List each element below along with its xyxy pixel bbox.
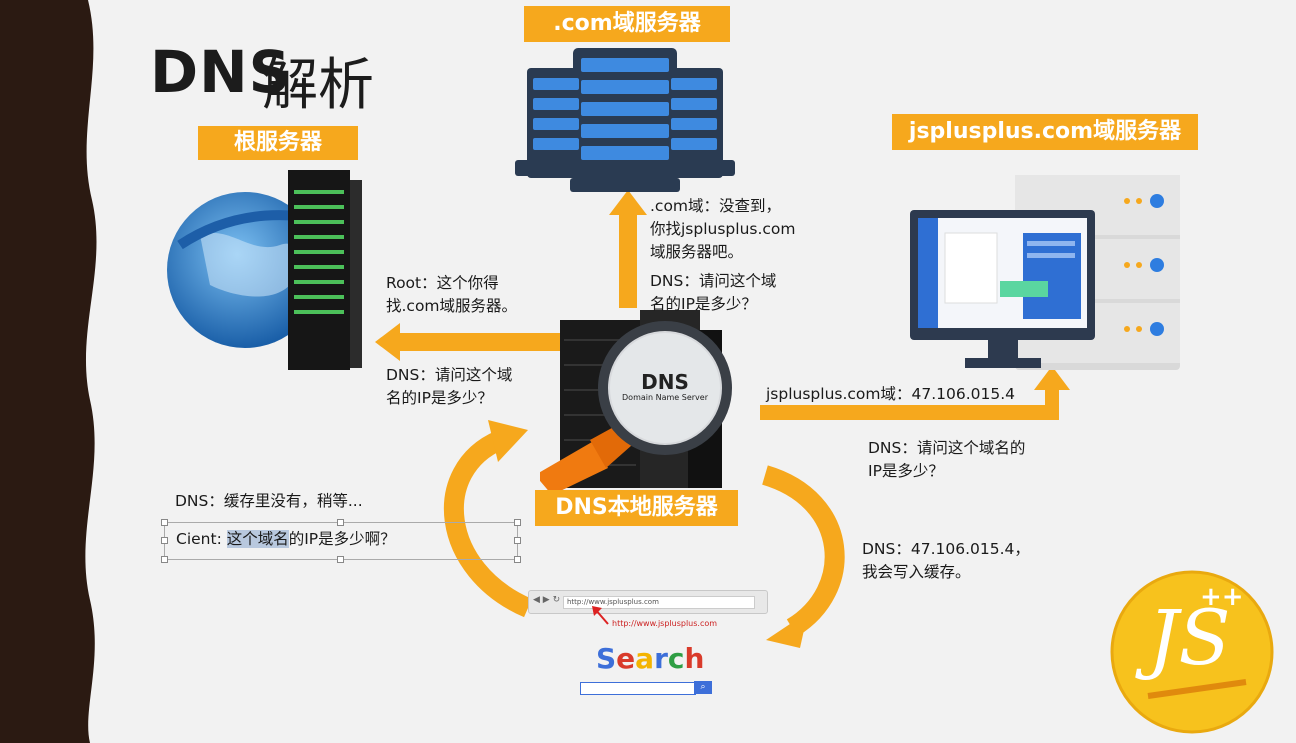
note-root-reply: Root：这个你得 找.com域服务器。 xyxy=(386,274,518,315)
dns-local-server-icon xyxy=(540,310,732,495)
page-title-dns: DNS xyxy=(150,38,292,106)
search-letter: c xyxy=(667,642,685,675)
browser-nav-icons[interactable]: ◀ ▶ ↻ xyxy=(533,595,561,605)
red-arrow-icon xyxy=(592,606,609,625)
badge-jsplusplus-server: jsplusplus.com域服务器 xyxy=(892,114,1198,150)
search-letter: e xyxy=(616,642,636,675)
logo-plus: ++ xyxy=(1200,582,1244,612)
search-letter: S xyxy=(596,642,617,675)
com-server-icon xyxy=(515,48,735,192)
search-letter: h xyxy=(684,642,705,675)
note-jsplus-reply: jsplusplus.com域：47.106.015.4 xyxy=(766,385,1016,403)
search-icon[interactable]: ⌕ xyxy=(694,681,712,694)
address-bar[interactable]: http://www.jsplusplus.com xyxy=(563,596,755,609)
badge-root-server: 根服务器 xyxy=(198,126,358,160)
dns-logo-main: DNS xyxy=(641,370,689,394)
arrow-curve-answer xyxy=(761,465,845,637)
search-letter: a xyxy=(635,642,655,675)
browser-bar: ◀ ▶ ↻ http://www.jsplusplus.com xyxy=(528,590,768,614)
dns-logo-sub: Domain Name Server xyxy=(622,393,708,402)
red-url-label: http://www.jsplusplus.com xyxy=(612,619,718,628)
arrow-to-jsplus xyxy=(760,366,1070,420)
js-plus-plus-logo xyxy=(1110,570,1274,734)
note-client-question: Cient: 这个域名的IP是多少啊？ xyxy=(176,530,396,548)
note-dns-answer: DNS：47.106.015.4， 我会写入缓存。 xyxy=(862,540,1030,581)
client-text-box[interactable] xyxy=(161,519,521,563)
note-com-reply: .com域：没查到， 你找jsplusplus.com 域服务器吧。 xyxy=(650,197,796,261)
note-dns-cache-wait: DNS：缓存里没有，稍等... xyxy=(175,492,363,510)
arrow-left-to-root xyxy=(375,323,560,361)
jsplusplus-server-icon xyxy=(910,175,1180,370)
page-title-zh: 解析 xyxy=(262,53,374,118)
badge-dns-local-server: DNS本地服务器 xyxy=(535,490,738,526)
search-word: Search xyxy=(596,642,704,675)
note-dns-ask-jsplus: DNS：请问这个域名的 IP是多少？ xyxy=(868,439,1026,480)
client-highlight: 这个域名 xyxy=(226,530,289,548)
note-dns-ask-root: DNS：请问这个域 名的IP是多少？ xyxy=(386,366,513,407)
wavy-border xyxy=(0,0,97,743)
note-dns-ask-com: DNS：请问这个域 名的IP是多少？ xyxy=(650,272,777,313)
root-server-icon xyxy=(167,170,362,370)
arrow-up-to-com xyxy=(609,190,647,308)
badge-com-server: .com域服务器 xyxy=(524,6,730,42)
arrow-curve-client xyxy=(444,430,533,618)
logo-text: JS xyxy=(1148,593,1231,682)
search-input[interactable] xyxy=(580,682,696,695)
search-letter: r xyxy=(654,642,668,675)
